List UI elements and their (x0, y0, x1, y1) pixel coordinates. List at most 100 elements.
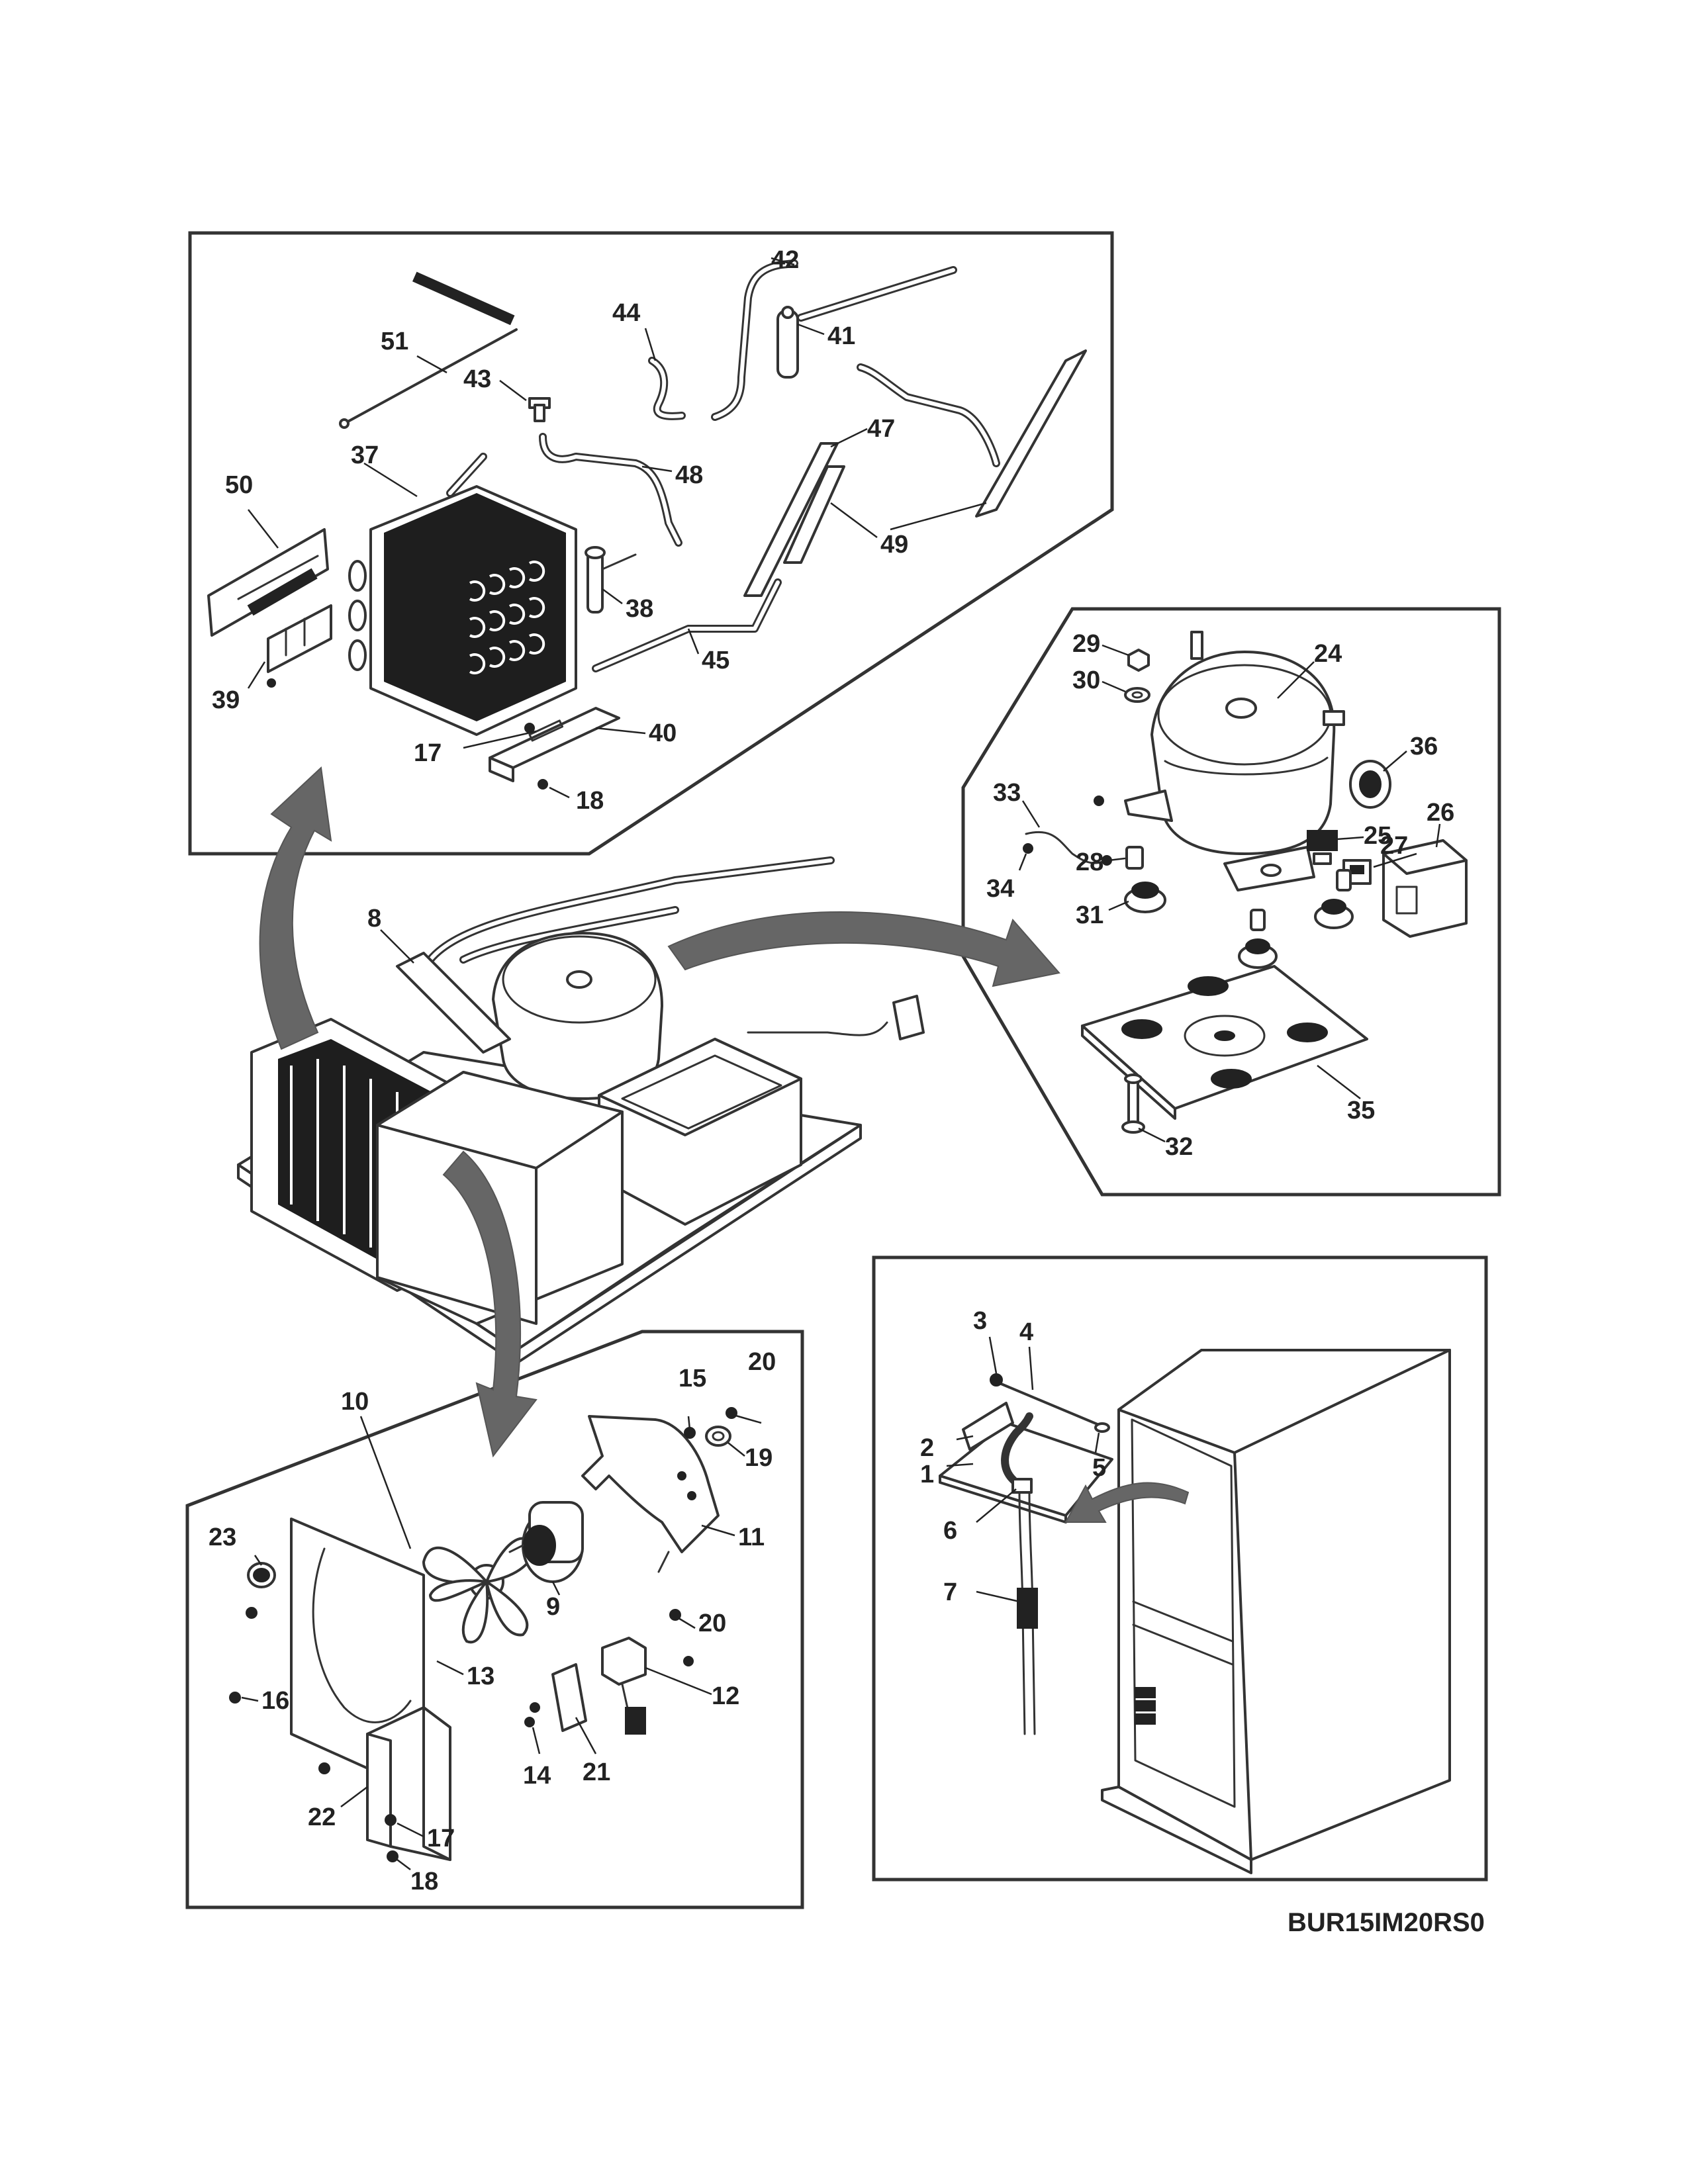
part-29-nut (1127, 649, 1150, 672)
main-machine-assembly: 8 (237, 856, 925, 1365)
part-28-sleeve (1125, 846, 1144, 870)
part-49-insulation (783, 349, 1087, 564)
callout-14: 14 (523, 1762, 551, 1790)
callout-4: 4 (1019, 1318, 1033, 1346)
compressor-panel-leaders (1018, 644, 1441, 1143)
callout-40: 40 (649, 719, 677, 747)
callout-13: 13 (467, 1662, 494, 1690)
callout-41: 41 (827, 322, 855, 350)
callout-23: 23 (209, 1524, 236, 1551)
part-51-rod (339, 271, 518, 429)
part-1-drain-pan (939, 1422, 1113, 1524)
part-4-rod (990, 1373, 1110, 1433)
callout-30: 30 (1072, 666, 1100, 694)
fan-panel-leaders (241, 1414, 762, 1870)
model-code: BUR15IM20RS0 (1288, 1908, 1485, 1937)
callout-35: 35 (1347, 1097, 1375, 1124)
part-3-screw (990, 1373, 1003, 1387)
callout-5: 5 (1092, 1454, 1106, 1482)
callout-29: 29 (1072, 630, 1100, 658)
callout-37: 37 (351, 441, 379, 469)
callout-45: 45 (702, 647, 729, 674)
part-47-insulation (743, 442, 839, 597)
cabinet-body (1101, 1349, 1451, 1874)
callout-48: 48 (675, 461, 703, 489)
part-14-screw (524, 1717, 535, 1727)
part-5-cap (1094, 1422, 1110, 1433)
part-21-plate (551, 1663, 587, 1732)
callout-15: 15 (679, 1365, 706, 1392)
callout-42: 42 (771, 246, 799, 274)
part-41-drier (776, 266, 957, 379)
callout-10: 10 (341, 1388, 369, 1416)
part-19-clamp (705, 1426, 731, 1447)
callout-43: 43 (463, 365, 491, 393)
compressor-panel: 29 30 24 36 26 27 25 33 34 28 31 32 35 (961, 607, 1501, 1197)
callout-32: 32 (1165, 1133, 1193, 1161)
part-20-screw-b (669, 1609, 681, 1621)
part-7-drain-hose (1017, 1491, 1038, 1735)
callout-39: 39 (212, 686, 240, 714)
part-38-filter (585, 546, 637, 614)
callout-18-top: 18 (576, 787, 604, 815)
drain-panel-leaders (946, 1336, 1100, 1603)
callout-33: 33 (993, 779, 1021, 807)
part-50-shroud (207, 528, 329, 637)
part-22-bracket (366, 1733, 392, 1848)
part-35-base-plate (1081, 965, 1368, 1120)
part-36-cover (1349, 760, 1391, 809)
callout-11: 11 (738, 1524, 765, 1551)
explode-arrows (259, 766, 1060, 1458)
callout-27: 27 (1380, 832, 1408, 860)
callout-24: 24 (1314, 640, 1342, 668)
callout-38: 38 (626, 595, 653, 623)
arrow-down-icon (442, 1150, 538, 1458)
part-23-grommet (247, 1562, 276, 1588)
part-25-overload (1307, 830, 1338, 865)
part-34-screw (1023, 843, 1033, 854)
part-9-motor (508, 1501, 584, 1583)
part-20-screw (726, 1407, 737, 1419)
screw-icon (318, 1762, 330, 1774)
callout-22: 22 (308, 1803, 336, 1831)
part-32-bolt (1121, 1073, 1145, 1134)
callout-49: 49 (880, 531, 908, 559)
callout-1: 1 (920, 1461, 934, 1488)
part-18-screw (387, 1850, 399, 1862)
arrow-up-icon (259, 766, 332, 1050)
callout-36: 36 (1410, 733, 1438, 760)
callout-31: 31 (1076, 901, 1103, 929)
condenser-tubing-panel: 51 43 44 42 41 47 48 49 37 50 38 45 39 1… (188, 231, 1114, 856)
callout-3: 3 (973, 1307, 987, 1335)
callout-18-lower: 18 (410, 1868, 438, 1895)
callout-17-top: 17 (414, 739, 442, 767)
callout-44: 44 (612, 299, 640, 327)
screw-icon (246, 1607, 258, 1619)
part-12-capacitor (601, 1637, 647, 1735)
arrow-right-icon (667, 911, 1060, 987)
callout-47: 47 (867, 415, 895, 443)
callout-51: 51 (381, 328, 408, 355)
callout-20-upper: 20 (748, 1348, 776, 1376)
part-33-ground-wire (1025, 796, 1112, 866)
callout-6: 6 (943, 1517, 957, 1545)
screw-icon (530, 1702, 540, 1713)
part-17-screw (385, 1814, 397, 1826)
part-24-compressor (1124, 631, 1345, 891)
callout-25: 25 (1364, 822, 1391, 850)
callout-16: 16 (261, 1687, 289, 1715)
callout-17-lower: 17 (427, 1825, 455, 1852)
callout-20-lower: 20 (698, 1610, 726, 1637)
callout-34: 34 (986, 875, 1014, 903)
top-panel-leaders (247, 257, 987, 799)
part-39-bracket (267, 604, 332, 688)
callout-26: 26 (1427, 799, 1454, 827)
callout-7: 7 (943, 1578, 957, 1606)
part-10-fan-blade (422, 1537, 535, 1644)
callout-21: 21 (583, 1758, 610, 1786)
part-31-grommet (1124, 869, 1354, 969)
callout-2: 2 (920, 1434, 934, 1462)
part-30-washer (1124, 687, 1150, 703)
fan-assembly-panel: 10 9 11 20 12 13 16 14 21 22 17 18 15 20… (185, 1330, 804, 1909)
